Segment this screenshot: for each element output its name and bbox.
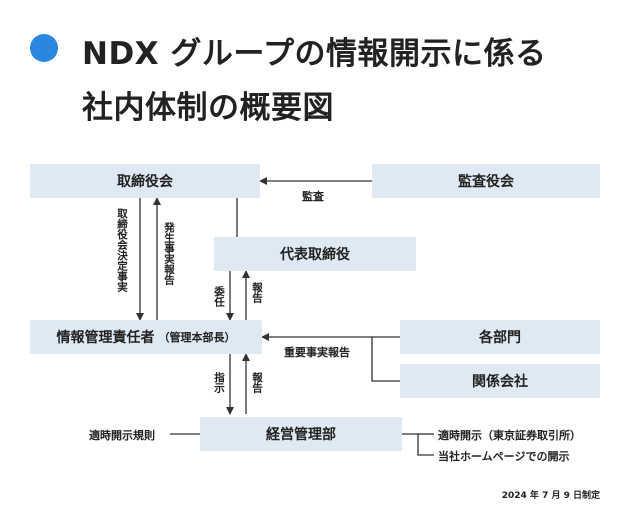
info-management-officer-label: 情報管理責任者 [56,330,155,346]
board-of-directors-box: 取締役会 [30,164,260,198]
management-dept-label: 経営管理部 [266,427,336,443]
report-to-rep-label: 報告 [251,282,263,303]
affiliates-box: 関係会社 [400,364,600,398]
tdnet-disclosure-label: 適時開示（東京証券取引所） [438,429,581,442]
established-date: 2024 年 7 月 9 日制定 [501,491,600,501]
instruction-label: 指示 [213,372,225,393]
occurrence-report-label: 発生事実報告 [163,222,175,285]
affiliates-label: 関係会社 [472,374,528,390]
report-to-officer-label: 報告 [251,372,263,393]
info-management-officer-box: 情報管理責任者 （管理本部長） [30,320,262,354]
representative-director-box: 代表取締役 [214,237,416,271]
disclosure-bracket [402,433,434,456]
audit-arrow-label: 監査 [302,190,324,203]
title-bullet-icon [30,34,58,62]
board-decisions-label: 取締役会決定事実 [116,208,128,292]
page-title-line-2: 社内体制の概要図 [82,90,334,126]
management-dept-box: 経営管理部 [200,417,402,451]
delegation-label: 委任 [213,286,225,307]
audit-board-label: 監査役会 [458,174,514,190]
audit-board-box: 監査役会 [372,164,600,198]
affiliates-connector [371,337,400,382]
website-disclosure-label: 当社ホームページでの開示 [438,450,570,463]
board-of-directors-label: 取締役会 [117,174,173,190]
info-management-officer-sub: （管理本部長） [158,331,236,344]
departments-box: 各部門 [400,320,600,354]
representative-director-label: 代表取締役 [280,247,350,263]
disclosure-rules-label: 適時開示規則 [89,429,155,442]
important-report-label: 重要事実報告 [284,346,350,359]
page-title-line-1: NDX グループの情報開示に係る [82,36,547,72]
departments-label: 各部門 [479,330,521,346]
